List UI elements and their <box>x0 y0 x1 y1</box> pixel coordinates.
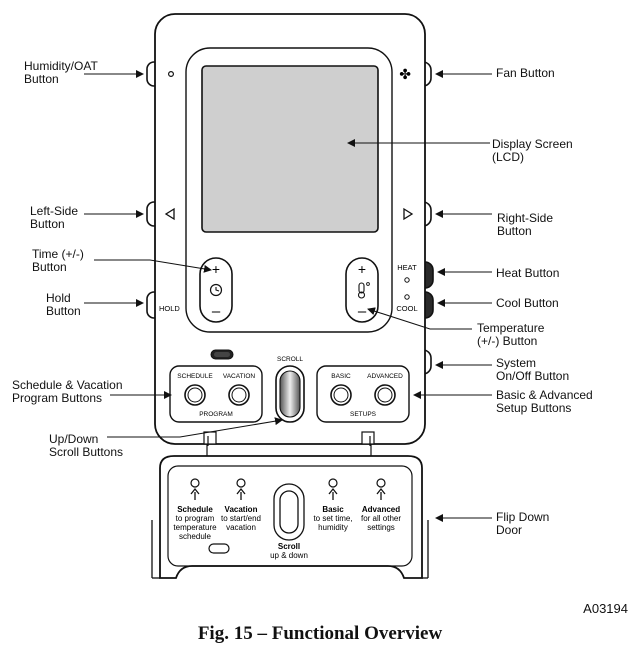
cool-label: COOL <box>396 304 417 313</box>
hold-label: HOLD <box>159 304 180 313</box>
right-side-callout: Right-Side Button <box>497 211 554 238</box>
door-scroll-outline <box>273 483 305 541</box>
figure-caption: Fig. 15 – Functional Overview <box>197 623 443 644</box>
scroll-label: SCROLL <box>277 356 303 363</box>
system-callout: System On/Off Button <box>496 356 570 383</box>
left-triangle-icon <box>164 207 175 221</box>
temperature-button[interactable]: + – <box>345 257 379 323</box>
door-schedule-title: Schedule <box>177 505 213 514</box>
program-label: PROGRAM <box>199 411 233 418</box>
clock-icon <box>209 283 223 297</box>
time-callout: Time (+/-) Button <box>32 247 84 274</box>
temperature-plus-icon: + <box>358 261 366 277</box>
humidity-oat-callout: Humidity/OAT Button <box>24 59 98 86</box>
cool-callout: Cool Button <box>496 296 559 310</box>
figure-id: A03194 <box>583 601 628 616</box>
fan-callout: Fan Button <box>496 66 555 80</box>
temperature-callout: Temperature (+/-) Button <box>477 321 545 348</box>
door-up-arrows <box>190 487 386 500</box>
scroll-callout: Up/Down Scroll Buttons <box>49 432 124 459</box>
vacation-label: VACATION <box>223 373 256 380</box>
door-scroll-desc: up & down <box>270 551 308 560</box>
heat-indicator <box>404 277 410 283</box>
display-screen <box>201 65 379 233</box>
right-triangle-icon <box>403 207 414 221</box>
fan-icon: ✤ <box>399 66 411 82</box>
door-schedule-desc-3: schedule <box>179 532 212 541</box>
time-button[interactable]: + – <box>199 257 233 323</box>
door-schedule-desc-1: to program <box>176 514 215 523</box>
door-vacation-title: Vacation <box>225 505 258 514</box>
thermometer-icon <box>358 282 365 294</box>
door-basic-desc-2: humidity <box>318 523 348 532</box>
display-callout: Display Screen (LCD) <box>492 137 573 164</box>
humidity-dot-icon <box>168 70 175 77</box>
schedule-label: SCHEDULE <box>177 373 213 380</box>
basic-label: BASIC <box>331 373 351 380</box>
door-advanced-desc-2: settings <box>367 523 395 532</box>
schedule-vacation-callout: Schedule & Vacation Program Buttons <box>12 378 123 405</box>
cool-indicator <box>404 294 410 300</box>
arrow-scroll <box>107 417 283 438</box>
basic-advanced-callout: Basic & Advanced Setup Buttons <box>496 388 593 415</box>
leader-arrows <box>84 70 492 522</box>
door-indicators <box>190 478 386 488</box>
setup-button-group: BASIC ADVANCED SETUPS <box>316 365 410 423</box>
hold-callout: Hold Button <box>46 291 81 318</box>
door-advanced-title: Advanced <box>362 505 400 514</box>
time-plus-icon: + <box>212 261 220 277</box>
advanced-label: ADVANCED <box>367 373 403 380</box>
program-button-group: SCHEDULE VACATION PROGRAM <box>169 365 263 423</box>
door-schedule-desc-2: temperature <box>173 523 217 532</box>
left-side-callout: Left-Side Button <box>30 204 79 231</box>
door-vacation-desc-2: vacation <box>226 523 256 532</box>
setups-label: SETUPS <box>350 411 377 418</box>
door-labels: Schedule to program temperature schedule… <box>173 505 401 560</box>
temperature-minus-icon: – <box>358 303 367 320</box>
flip-door-callout: Flip Down Door <box>496 510 550 537</box>
arrow-time <box>94 259 212 273</box>
door-vacation-desc-1: to start/end <box>221 514 261 523</box>
scroll-button[interactable] <box>275 365 305 423</box>
heat-callout: Heat Button <box>496 266 560 280</box>
time-minus-icon: – <box>212 303 221 320</box>
arrow-temperature <box>367 307 472 330</box>
door-scroll-title: Scroll <box>278 542 300 551</box>
door-basic-title: Basic <box>322 505 344 514</box>
heat-label: HEAT <box>397 263 417 272</box>
door-basic-desc-1: to set time, <box>313 514 352 523</box>
door-pill-outline <box>208 543 230 554</box>
door-advanced-desc-1: for all other <box>361 514 401 523</box>
